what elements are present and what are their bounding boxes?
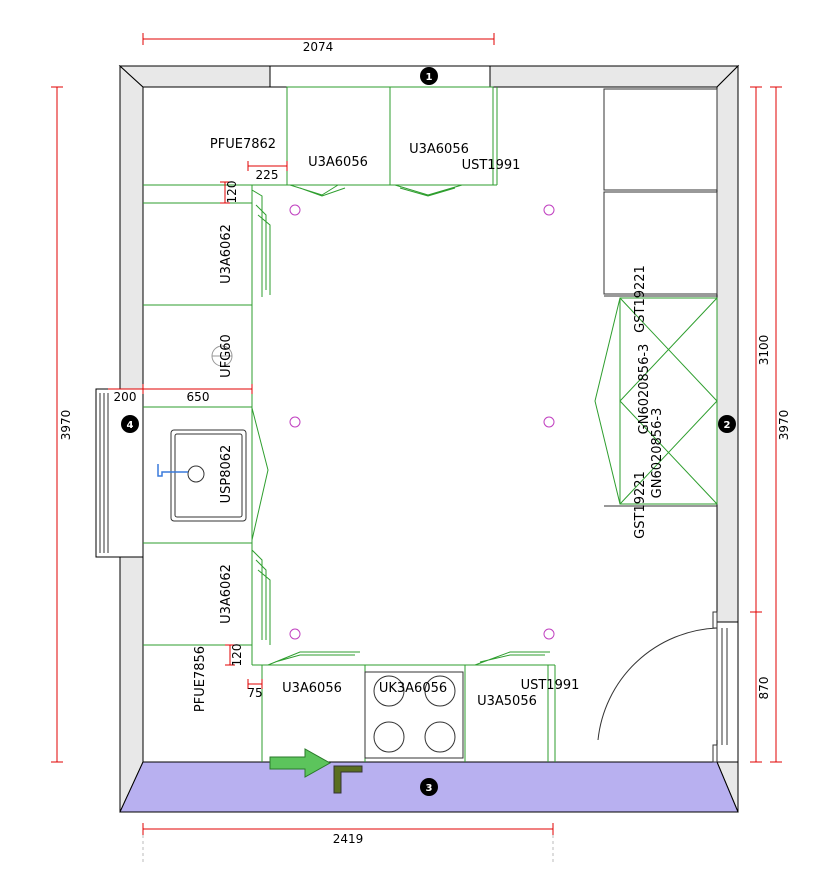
- wall-marker-2[interactable]: 2: [718, 415, 736, 433]
- light-point[interactable]: [543, 204, 555, 216]
- label-left-filler: UFG60: [219, 334, 234, 378]
- dim-top-width: 2074: [303, 40, 334, 54]
- top-window: [269, 65, 491, 88]
- cabinets: [143, 86, 718, 762]
- dim-bottom-width: 2419: [333, 832, 364, 846]
- door-swing-arc: [597, 627, 718, 741]
- dim-left-height: 3970: [59, 410, 73, 441]
- left-window: [95, 388, 144, 558]
- wall-marker-4[interactable]: 4: [121, 415, 139, 433]
- label-top-left-end: PFUE7862: [210, 137, 276, 152]
- cabinet-right-tall-2[interactable]: [603, 191, 718, 295]
- hob-burner: [424, 675, 456, 707]
- dim-top-depth-gap: 120: [225, 181, 239, 204]
- svg-text:1: 1: [426, 72, 433, 83]
- hob-burner: [373, 675, 405, 707]
- svg-text:2: 2: [724, 420, 731, 431]
- faucet-icon: [157, 464, 188, 477]
- hob-unit[interactable]: [364, 671, 464, 759]
- dim-right-lower: 870: [757, 677, 771, 700]
- wall-markers: 1 2 3 4: [121, 67, 736, 796]
- dim-bottom-gap: 75: [247, 686, 262, 700]
- label-bottom-2: U3A5056: [477, 694, 537, 709]
- dim-right-height: 3970: [777, 410, 791, 441]
- label-left-lower: U3A6062: [219, 564, 234, 624]
- hob-burner: [373, 721, 405, 753]
- cabinet-labels: PFUE7862 U3A6056 U3A6056 UST1991 U3A6062…: [193, 137, 665, 712]
- label-right-gn-lower: GN6020856-3: [650, 408, 665, 499]
- entry-arrow-icon: [269, 748, 363, 794]
- dim-window-offset: 200: [114, 390, 137, 404]
- label-left-upper: U3A6062: [219, 224, 234, 284]
- dim-right-upper: 3100: [757, 335, 771, 366]
- svg-text:4: 4: [127, 420, 134, 431]
- label-hob: UK3A6056: [379, 681, 447, 696]
- label-sink: USP8062: [219, 445, 234, 504]
- cabinet-right-tall-1[interactable]: [603, 88, 718, 191]
- dimension-lines: [51, 33, 782, 865]
- label-bottom-left-end: PFUE7856: [193, 646, 208, 712]
- light-point[interactable]: [289, 628, 301, 640]
- wall-marker-3[interactable]: 3: [420, 778, 438, 796]
- light-points: [289, 204, 555, 640]
- wall-marker-1[interactable]: 1: [420, 67, 438, 85]
- sink-drain: [187, 465, 205, 483]
- light-point[interactable]: [289, 416, 301, 428]
- label-top-1: U3A6056: [308, 155, 368, 170]
- light-point[interactable]: [543, 416, 555, 428]
- dim-top-gap: 225: [256, 168, 279, 182]
- label-right-gn-upper: GN6020856-3: [637, 344, 652, 435]
- dim-sink-offset: 650: [187, 390, 210, 404]
- label-top-2: U3A6056: [409, 142, 469, 157]
- hob-burner: [424, 721, 456, 753]
- label-right-gst-lower: GST19221: [633, 471, 648, 539]
- label-bottom-1: U3A6056: [282, 681, 342, 696]
- light-point[interactable]: [289, 204, 301, 216]
- label-top-corner: UST1991: [462, 158, 521, 173]
- label-right-gst-upper: GST19221: [633, 265, 648, 333]
- sink-basin-outer[interactable]: [170, 429, 247, 522]
- label-bottom-corner: UST1991: [521, 678, 580, 693]
- dimension-labels: 2074 2419 3970 3100 870 3970 200 650 225…: [59, 40, 791, 846]
- dim-bottom-depth-gap: 120: [230, 644, 244, 667]
- svg-text:3: 3: [426, 783, 433, 794]
- light-point[interactable]: [543, 628, 555, 640]
